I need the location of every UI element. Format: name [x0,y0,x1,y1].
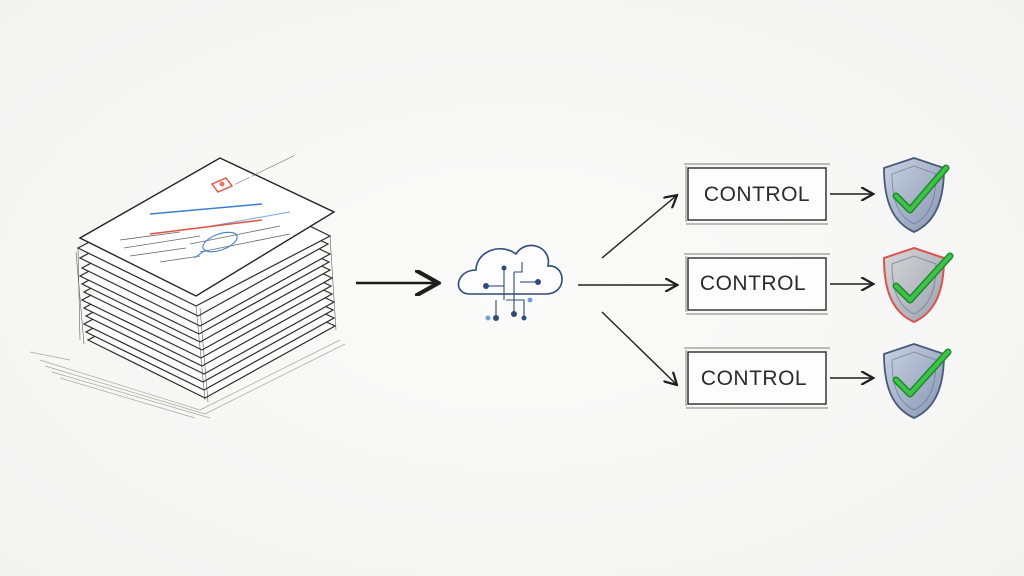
branch-arrows [578,196,676,384]
control-label-2: CONTROL [700,272,806,295]
shield-check-icon-2 [882,246,954,324]
cloud-circuit [488,262,536,316]
control-label-3: CONTROL [701,367,807,390]
document-blue-rule [149,203,263,215]
shield-check-icon-3 [883,343,952,419]
control-label-1: CONTROL [704,183,810,206]
cloud-nodes [483,265,541,321]
document-stack-icon: —— —————— [29,150,346,419]
shield-check-icon-1 [883,157,950,233]
signature-scribble [202,231,238,253]
shield-arrows [830,194,872,378]
document-red-rule [149,219,263,235]
document-logo [210,177,234,193]
stack-edge-lines [75,235,337,403]
document-body-lines [119,225,291,263]
control-box-1: CONTROL [684,163,830,225]
control-box-3: CONTROL [684,347,830,409]
stack-shadow [29,339,346,419]
arrow-to-control-1 [601,196,676,259]
arrow-to-control-3 [601,311,676,384]
control-box-2: CONTROL [684,253,830,315]
cloud-accent-nodes [485,297,533,321]
cloud-network-icon [457,244,563,321]
